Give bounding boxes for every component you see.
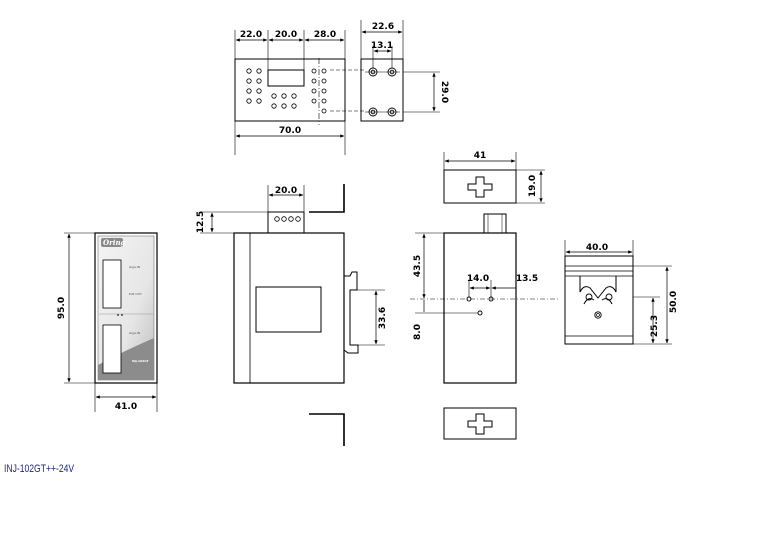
top-view — [234, 30, 365, 155]
dim-din-width: 22.6 — [372, 22, 394, 32]
dim-bracket-height: 19.0 — [528, 175, 538, 197]
wall-bracket-bottom — [443, 407, 517, 440]
dim-rear-pitch-b: 13.5 — [516, 274, 538, 284]
dim-clip-offset: 25.3 — [650, 315, 660, 337]
dim-rear-upper: 43.5 — [413, 255, 423, 277]
dim-rear-lower: 8.0 — [413, 324, 423, 340]
dim-front-height: 95.0 — [57, 297, 67, 319]
dim-din-height: 29.0 — [439, 81, 449, 103]
wall-bracket-top — [443, 152, 545, 204]
din-mount-plate — [360, 20, 440, 122]
din-rail-clip — [564, 240, 672, 345]
dim-bracket-width: 41 — [474, 151, 487, 161]
port-label-giga-in-2: Giga-IN — [129, 331, 140, 335]
dim-clip-height: 50.0 — [669, 291, 679, 313]
dim-top-total: 70.0 — [279, 126, 301, 136]
dim-front-width: 41.0 — [115, 402, 137, 412]
dim-side-top-offset: 12.5 — [196, 211, 206, 233]
dim-top-width-c: 28.0 — [314, 30, 336, 40]
dim-clip-width: 40.0 — [586, 243, 608, 253]
dim-side-top-width: 20.0 — [275, 186, 297, 196]
device-model-plate: INJ-102GT — [132, 359, 150, 363]
port-label-poe-out: PoE OUT — [129, 292, 142, 296]
model-label: INJ-102GT++-24V — [4, 463, 75, 475]
dim-side-clip-height: 33.6 — [378, 307, 388, 329]
dim-rear-pitch-a: 14.0 — [467, 274, 489, 284]
brand-logo: Oring — [103, 238, 126, 247]
front-view — [64, 232, 158, 412]
port-label-giga-in-1: Giga-IN — [129, 265, 140, 269]
dim-din-hole-pitch: 13.1 — [371, 41, 393, 51]
dim-top-width-b: 20.0 — [275, 30, 297, 40]
side-view — [200, 184, 385, 446]
dim-top-width-a: 22.0 — [240, 30, 262, 40]
rear-view — [410, 213, 560, 384]
